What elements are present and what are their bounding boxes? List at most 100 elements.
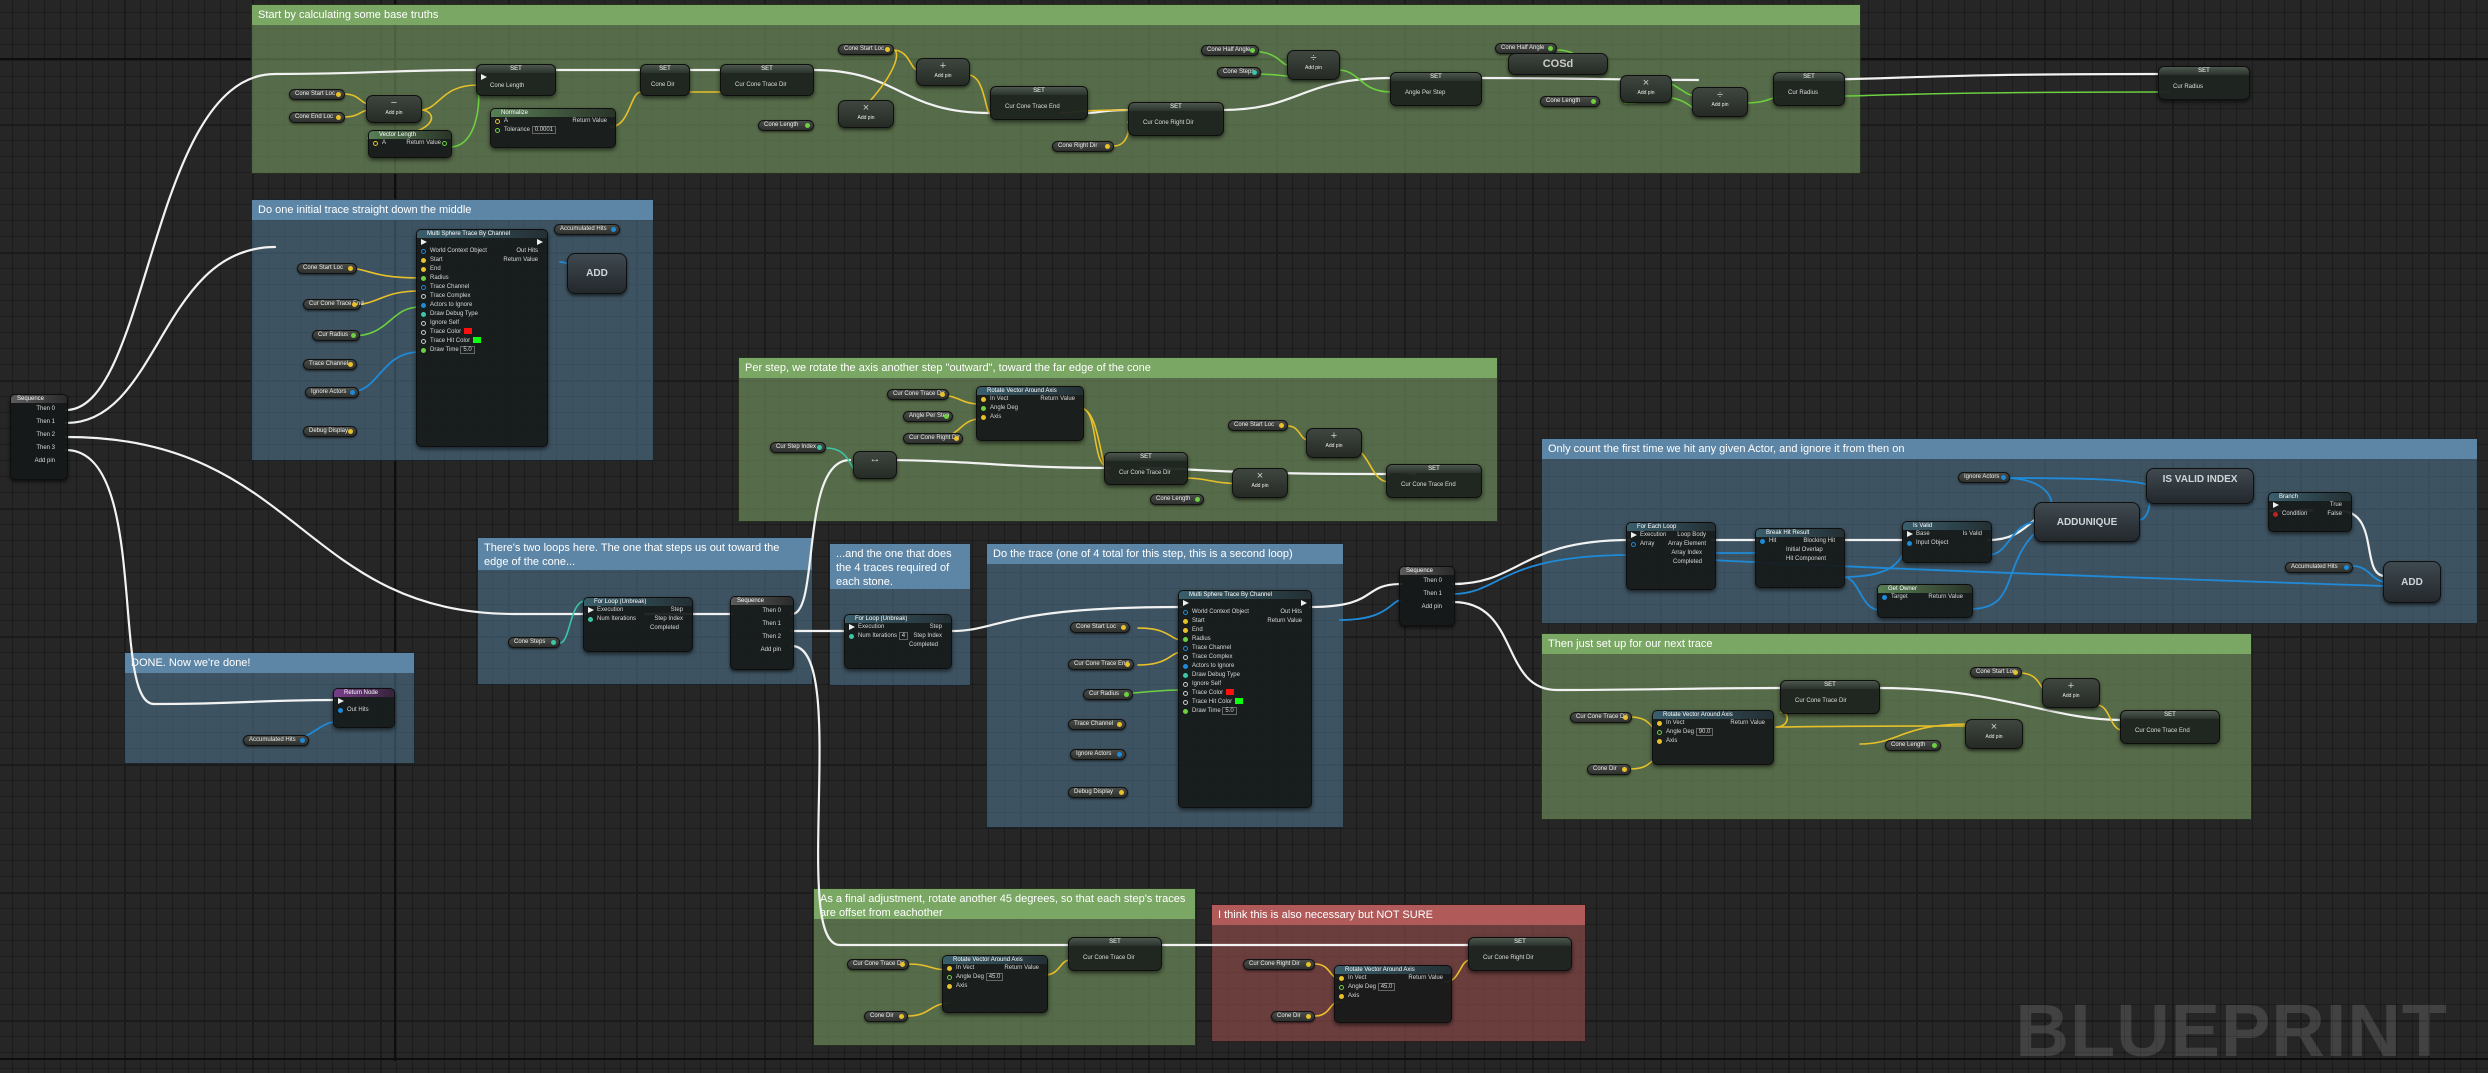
sequence-node-3[interactable]: Sequence Then 0 Then 1 Add pin [1399,566,1455,626]
set-cur-radius-2[interactable]: SET Cur Radius [2158,66,2250,100]
multiply-node-4[interactable]: × Add pin [1965,719,2023,749]
cosd-node[interactable]: COSd [1508,53,1608,75]
get-cone-length-2[interactable]: Cone Length [758,120,814,131]
get-cur-cone-trace-dir-3[interactable]: Cur Cone Trace Dir [1570,712,1632,723]
seq-pin-then2[interactable]: Then 2 [762,634,781,640]
set-cur-cone-right-dir-2[interactable]: SET Cur Cone Right Dir [1468,937,1572,971]
get-cone-length-5[interactable]: Cone Length [1885,740,1941,751]
get-accumulated-hits[interactable]: Accumulated Hits [554,224,620,235]
get-ignore-actors[interactable]: Ignore Actors [305,387,359,398]
get-cone-dir-2[interactable]: Cone Dir [1587,764,1631,775]
get-cur-radius[interactable]: Cur Radius [312,330,360,341]
multiply-int-node[interactable]: ↔ [853,451,897,479]
get-cone-right-dir[interactable]: Cone Right Dir [1052,141,1114,152]
vector-length-node[interactable]: Vector Length A Return Value [368,130,452,158]
set-cone-dir[interactable]: SET Cone Dir [640,64,690,96]
set-angle-per-step[interactable]: SET Angle Per Step [1390,72,1482,106]
get-cone-length-3[interactable]: Cone Length [1540,96,1600,107]
multiply-node[interactable]: × Add pin [838,100,894,128]
sequence-node-2[interactable]: Sequence Then 0 Then 1 Then 2 Add pin [730,596,794,670]
multiply-node-2[interactable]: × Add pin [1620,75,1672,103]
set-cur-cone-trace-dir-4[interactable]: SET Cur Cone Trace Dir [1068,937,1162,971]
trace-hit-color-swatch[interactable] [473,337,482,344]
seq-add-pin[interactable]: Add pin [760,647,781,653]
get-cone-start-loc-6[interactable]: Cone Start Loc [1970,667,2022,678]
set-cur-radius[interactable]: SET Cur Radius [1773,72,1845,106]
get-cone-start-loc-3[interactable]: Cone Start Loc [297,263,357,274]
get-cur-radius-2[interactable]: Cur Radius [1083,689,1133,700]
get-cone-end-loc[interactable]: Cone End Loc [289,112,345,123]
set-cur-cone-right-dir[interactable]: SET Cur Cone Right Dir [1128,102,1224,136]
array-add-node-1[interactable]: ADD [567,253,627,294]
seq-add-pin[interactable]: Add pin [1421,604,1442,610]
set-cur-cone-trace-dir[interactable]: SET Cur Cone Trace Dir [720,64,814,96]
comment-rotate-axis[interactable]: Per step, we rotate the axis another ste… [738,357,1498,522]
get-ignore-actors-3[interactable]: Ignore Actors [1958,472,2010,483]
seq-pin-then2[interactable]: Then 2 [36,432,55,438]
get-accumulated-hits-3[interactable]: Accumulated Hits [2285,562,2353,573]
sequence-node[interactable]: Sequence Then 0 Then 1 Then 2 Then 3 Add… [10,394,68,480]
trace-color-swatch[interactable] [1226,689,1235,696]
get-cone-half-angle[interactable]: Cone Half Angle [1201,45,1259,56]
set-cur-cone-trace-dir-3[interactable]: SET Cur Cone Trace Dir [1780,680,1880,714]
get-cur-cone-trace-dir[interactable]: Cur Cone Trace Dir [887,389,949,400]
get-cone-dir-3[interactable]: Cone Dir [864,1011,908,1022]
set-cone-length[interactable]: SET Cone Length [476,64,556,96]
get-cur-cone-right-dir[interactable]: Cur Cone Right Dir [903,433,963,444]
get-cone-start-loc-4[interactable]: Cone Start Loc [1228,420,1288,431]
normalize-node[interactable]: Normalize A Return Value Tolerance 0.000… [490,108,616,148]
get-accumulated-hits-2[interactable]: Accumulated Hits [243,735,309,746]
return-node[interactable]: Return Node Out Hits [333,688,395,728]
divide-node-2[interactable]: ÷ Add pin [1692,87,1748,117]
get-ignore-actors-2[interactable]: Ignore Actors [1070,749,1126,760]
subtract-node[interactable]: − Add pin [366,95,422,123]
get-cur-cone-right-dir-2[interactable]: Cur Cone Right Dir [1243,959,1315,970]
add-node[interactable]: + Add pin [916,58,970,86]
get-debug-display-2[interactable]: Debug Display [1068,787,1128,798]
get-debug-display[interactable]: Debug Display [303,426,357,437]
is-valid-index-node[interactable]: IS VALID INDEX [2146,468,2254,504]
get-cone-steps-2[interactable]: Cone Steps [508,637,560,648]
array-add-node-2[interactable]: ADD [2383,561,2441,603]
seq-pin-then0[interactable]: Then 0 [1423,578,1442,584]
divide-node[interactable]: ÷ Add pin [1287,50,1340,80]
get-cur-step-index[interactable]: Cur Step Index [770,442,826,453]
trace-color-swatch[interactable] [464,328,473,335]
seq-pin-then0[interactable]: Then 0 [762,608,781,614]
get-angle-per-step[interactable]: Angle Per Step [903,411,953,422]
seq-pin-then1[interactable]: Then 1 [1423,591,1442,597]
get-trace-channel[interactable]: Trace Channel [303,359,357,370]
get-trace-channel-2[interactable]: Trace Channel [1068,719,1126,730]
add-node-2[interactable]: + Add pin [1306,428,1362,458]
set-cur-cone-trace-dir-2[interactable]: SET Cur Cone Trace Dir [1104,452,1188,485]
multi-sphere-trace-node-2[interactable]: Multi Sphere Trace By Channel World Cont… [1178,590,1312,808]
get-cone-start-loc-5[interactable]: Cone Start Loc [1070,622,1130,633]
trace-hit-color-swatch[interactable] [1235,698,1244,705]
get-cone-steps[interactable]: Cone Steps [1217,67,1261,78]
get-cone-length-4[interactable]: Cone Length [1150,494,1204,505]
get-cone-start-loc-2[interactable]: Cone Start Loc [838,44,894,55]
seq-pin-then1[interactable]: Then 1 [36,419,55,425]
multiply-node-3[interactable]: × Add pin [1232,468,1288,498]
set-cur-cone-trace-end[interactable]: SET Cur Cone Trace End [990,86,1088,120]
add-node-3[interactable]: + Add pin [2042,678,2100,708]
get-cur-cone-trace-end[interactable]: Cur Cone Trace End [303,299,364,310]
multi-sphere-trace-node-1[interactable]: Multi Sphere Trace By Channel World Cont… [416,229,548,447]
get-cone-dir-4[interactable]: Cone Dir [1271,1011,1315,1022]
seq-pin-then1[interactable]: Then 1 [762,621,781,627]
seq-pin-then0[interactable]: Then 0 [36,406,55,412]
seq-add-pin[interactable]: Add pin [34,458,55,464]
add-unique-node[interactable]: ADDUNIQUE [2034,502,2140,542]
get-cur-cone-trace-dir-4[interactable]: Cur Cone Trace Dir [847,959,909,970]
